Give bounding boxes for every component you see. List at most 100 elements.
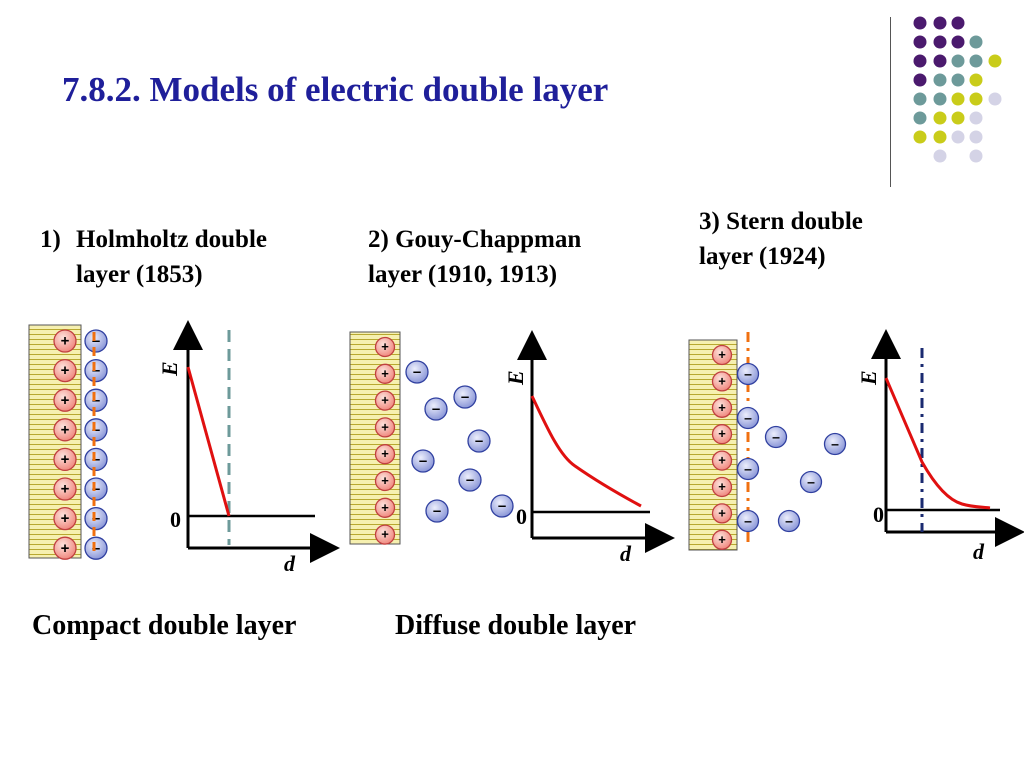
svg-text:–: – xyxy=(92,421,100,438)
decorative-dot xyxy=(969,35,983,49)
decorative-dot xyxy=(969,92,983,106)
anion: – xyxy=(736,362,760,386)
cation: + xyxy=(374,444,396,465)
anion: – xyxy=(84,506,108,531)
svg-text:+: + xyxy=(61,510,70,527)
svg-text:+: + xyxy=(61,362,70,379)
cation: + xyxy=(53,447,77,472)
cation: + xyxy=(53,388,77,412)
decorative-dot xyxy=(933,73,947,87)
cation: + xyxy=(53,506,77,531)
plot1-curve xyxy=(186,366,231,517)
svg-text:–: – xyxy=(419,453,427,470)
decorative-dot xyxy=(988,92,1002,106)
svg-text:–: – xyxy=(807,473,815,489)
plot1-x-label: d xyxy=(284,551,296,576)
model-1-number: 1) xyxy=(40,226,61,253)
plot1-y-label: E xyxy=(157,361,182,377)
svg-text:+: + xyxy=(381,473,389,488)
decorative-dot xyxy=(951,16,965,30)
svg-text:+: + xyxy=(718,373,726,388)
anion: – xyxy=(425,499,449,523)
cation: + xyxy=(53,536,77,560)
svg-text:+: + xyxy=(381,419,389,434)
anion: – xyxy=(84,329,108,353)
plot2-curve xyxy=(530,395,642,508)
model-1-name-line1: Holmholtz double xyxy=(76,226,267,253)
svg-text:+: + xyxy=(381,366,389,381)
decorative-dot xyxy=(951,111,965,125)
plot3-curve xyxy=(884,377,991,510)
plot2-x-label: d xyxy=(620,541,632,566)
model-3-heading: 3) Stern double layer (1924) xyxy=(699,204,863,274)
decorative-dot xyxy=(933,149,947,163)
svg-text:–: – xyxy=(92,333,100,350)
decorative-dot xyxy=(969,111,983,125)
svg-text:–: – xyxy=(432,401,440,418)
decorative-dot xyxy=(969,54,983,68)
svg-text:–: – xyxy=(413,364,421,381)
svg-text:–: – xyxy=(92,540,100,557)
svg-text:+: + xyxy=(61,481,70,498)
svg-text:+: + xyxy=(61,333,70,350)
cation: + xyxy=(53,418,77,442)
decorative-dot xyxy=(913,92,927,106)
anion: – xyxy=(411,449,435,473)
cation: + xyxy=(711,476,733,498)
decorative-dot xyxy=(913,73,927,87)
svg-text:–: – xyxy=(92,481,100,498)
anion: – xyxy=(84,477,108,501)
plot3-y-label: E xyxy=(856,370,881,386)
plot3-x-label: d xyxy=(973,539,985,564)
decorative-dot-grid xyxy=(913,16,1002,163)
decorative-dot xyxy=(951,54,965,68)
decorative-dot xyxy=(933,54,947,68)
anion: – xyxy=(736,457,760,481)
svg-text:–: – xyxy=(92,451,100,468)
svg-text:+: + xyxy=(718,505,726,520)
svg-text:–: – xyxy=(744,409,752,425)
svg-text:+: + xyxy=(61,392,70,409)
cation: + xyxy=(374,390,396,411)
cation: + xyxy=(711,344,733,366)
svg-text:+: + xyxy=(61,421,70,438)
decorative-dot xyxy=(933,92,947,106)
cation: + xyxy=(711,529,733,550)
anion: – xyxy=(84,536,108,560)
ions-model-3: ++++++++–––––––– xyxy=(711,344,847,550)
svg-text:+: + xyxy=(718,479,726,494)
cation: + xyxy=(53,358,77,383)
decorative-dot xyxy=(951,73,965,87)
model-3-name-line2: layer (1924) xyxy=(699,243,826,270)
svg-text:–: – xyxy=(92,362,100,379)
decorative-dot xyxy=(933,35,947,49)
svg-text:+: + xyxy=(381,339,389,354)
model-2-name-line1: 2) Gouy-Chappman xyxy=(368,226,582,253)
anion: – xyxy=(84,388,108,412)
svg-text:–: – xyxy=(744,512,752,528)
cation: + xyxy=(711,424,733,445)
svg-text:–: – xyxy=(475,433,483,450)
anion: – xyxy=(405,360,429,384)
decorative-dot xyxy=(913,54,927,68)
decorative-dot xyxy=(913,111,927,125)
decorative-dot xyxy=(933,16,947,30)
cation: + xyxy=(374,363,396,384)
model-2-heading: 2) Gouy-Chappman layer (1910, 1913) xyxy=(368,222,581,292)
anion: – xyxy=(799,470,823,494)
anion: – xyxy=(467,429,491,453)
anion: – xyxy=(764,425,788,449)
model-1-name-line2: layer (1853) xyxy=(76,261,203,288)
cation: + xyxy=(711,450,733,471)
anion: – xyxy=(458,468,482,492)
svg-text:–: – xyxy=(831,435,839,451)
svg-text:+: + xyxy=(718,453,726,468)
svg-text:–: – xyxy=(461,389,469,406)
anion: – xyxy=(453,385,477,409)
cation: + xyxy=(711,397,733,418)
svg-text:–: – xyxy=(498,498,506,515)
svg-text:+: + xyxy=(61,451,70,468)
anion: – xyxy=(84,418,108,442)
svg-text:–: – xyxy=(92,510,100,527)
